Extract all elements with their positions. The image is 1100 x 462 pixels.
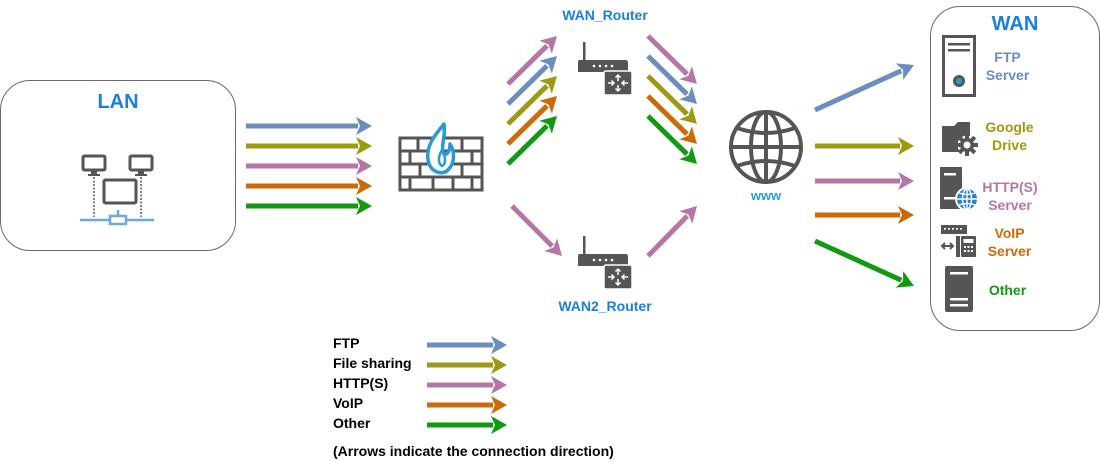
legend-arrow-file_sharing — [427, 356, 507, 374]
legend-label-file-sharing: File sharing — [333, 355, 412, 371]
arrow-lan-http — [246, 157, 372, 175]
wan-router-icon — [578, 42, 633, 96]
arrow-www-voip — [815, 206, 914, 224]
service-line1: Other — [988, 282, 1027, 298]
service-line2: Drive — [991, 137, 1028, 153]
lan-network-icon — [80, 154, 154, 226]
legend-arrow-ftp — [427, 336, 507, 354]
service-label-ftp: FTP Server — [975, 48, 1040, 84]
arrow-fw-router-voip — [506, 96, 557, 146]
service-label-google-drive: Google Drive — [977, 118, 1042, 154]
arrow-www-file_sharing — [815, 137, 914, 155]
wan2-router-icon — [578, 236, 633, 290]
arrow-lan-other — [246, 197, 372, 215]
globe-icon — [729, 110, 803, 184]
service-label-http: HTTP(S) Server — [976, 178, 1044, 214]
arrow-www-other — [813, 238, 914, 288]
arrow-router-www-ftp — [646, 54, 697, 104]
service-line2: Server — [987, 243, 1032, 259]
arrow-router-www-other — [646, 114, 697, 164]
ftp-server-icon — [942, 35, 976, 97]
arrow-fw-router-other — [506, 116, 557, 166]
legend-arrow-other — [427, 416, 507, 434]
arrow-www-http — [815, 172, 914, 190]
tower-server-icon — [945, 266, 973, 312]
arrow-router-www-voip — [646, 94, 697, 144]
web-server-icon — [940, 167, 979, 211]
arrow-lan-voip — [246, 177, 372, 195]
voip-phone-icon — [940, 225, 976, 257]
firewall-icon — [398, 122, 484, 192]
service-line2: Server — [988, 197, 1032, 213]
arrow-router2-www-http — [646, 206, 697, 258]
legend-arrow-http — [427, 376, 507, 394]
legend-arrow-voip — [427, 396, 507, 414]
www-label: www — [750, 188, 782, 203]
arrow-router-www-file_sharing — [646, 74, 697, 124]
legend-label-voip: VoIP — [333, 395, 364, 411]
arrow-router-www-http — [646, 34, 697, 84]
service-label-other: Other — [975, 281, 1040, 299]
wan-title: WAN — [991, 13, 1039, 35]
arrow-fw-router-http — [506, 36, 557, 86]
folder-gear-icon — [942, 122, 978, 156]
legend-note: (Arrows indicate the connection directio… — [333, 443, 614, 459]
legend-label-http: HTTP(S) — [333, 375, 389, 391]
arrow-www-ftp — [813, 63, 914, 113]
arrow-fw-router2-http — [510, 204, 562, 256]
lan-title: LAN — [97, 91, 139, 113]
service-line1: HTTP(S) — [982, 179, 1038, 195]
service-line1: VoIP — [994, 225, 1025, 241]
service-line1: Google — [985, 119, 1034, 135]
legend-label-ftp: FTP — [333, 335, 360, 351]
service-line2: Server — [985, 67, 1030, 83]
arrow-lan-ftp — [246, 117, 372, 135]
wan-router-label: WAN_Router — [562, 7, 648, 23]
arrow-lan-file_sharing — [246, 137, 372, 155]
arrow-fw-router-ftp — [506, 56, 557, 106]
legend-label-other: Other — [333, 415, 371, 431]
service-label-voip: VoIP Server — [977, 224, 1042, 260]
service-line1: FTP — [994, 49, 1021, 65]
wan2-router-label: WAN2_Router — [558, 298, 652, 314]
arrow-fw-router-file_sharing — [506, 76, 557, 126]
lan-zone: LAN — [0, 80, 236, 251]
